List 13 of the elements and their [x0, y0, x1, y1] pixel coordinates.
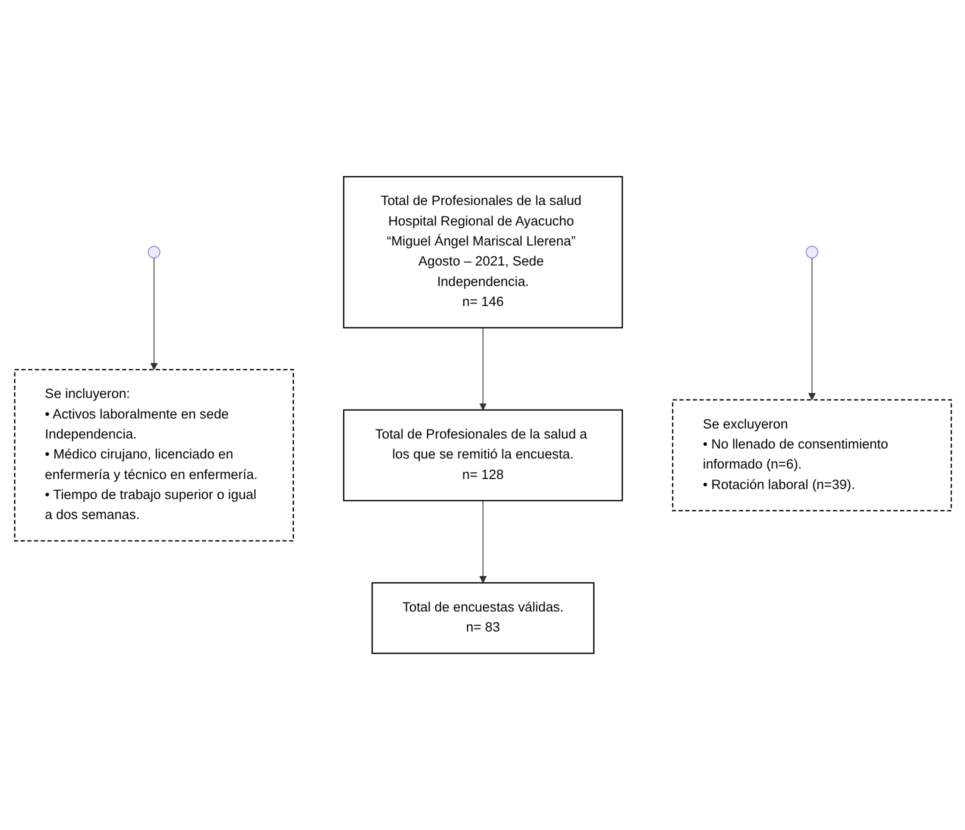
arrow: [150, 258, 158, 370]
node-label: • Tiempo de trabajo superior o igual a dos semanas.: [44, 488, 256, 522]
process-box: Se incluyeron: • Activos laboralmente en sede Independencia. • Médico cirujano, licenciado en enfermería y técnico en enfermería. • Tiempo de trabajo superior o igual a dos semanas.: [14, 369, 294, 542]
node-label: • Activos laboralmente en sede Independencia.: [44, 407, 228, 442]
arrow: [478, 500, 486, 584]
arrow: [478, 327, 486, 410]
process-box: Total de Profesionales de la salud a los que se remitió la encuesta. n= 128: [342, 409, 622, 502]
process-box: Se excluyeron • No llenado de consentimiento informado (n=6). • Rotación laboral (n=39).: [672, 399, 952, 512]
process-box: Total de Profesionales de la salud Hospital Regional de Ayacucho “Miguel Ángel Mariscal Llerena” Agosto – 2021, Sede Independencia. n= 146: [342, 176, 622, 328]
arrow: [808, 258, 816, 400]
node-label: Se incluyeron:: [44, 387, 130, 402]
node-label: • Médico cirujano, licenciado en enfermería y técnico en enfermería.: [44, 448, 258, 482]
process-box: Total de encuestas válidas. n= 83: [371, 582, 594, 654]
